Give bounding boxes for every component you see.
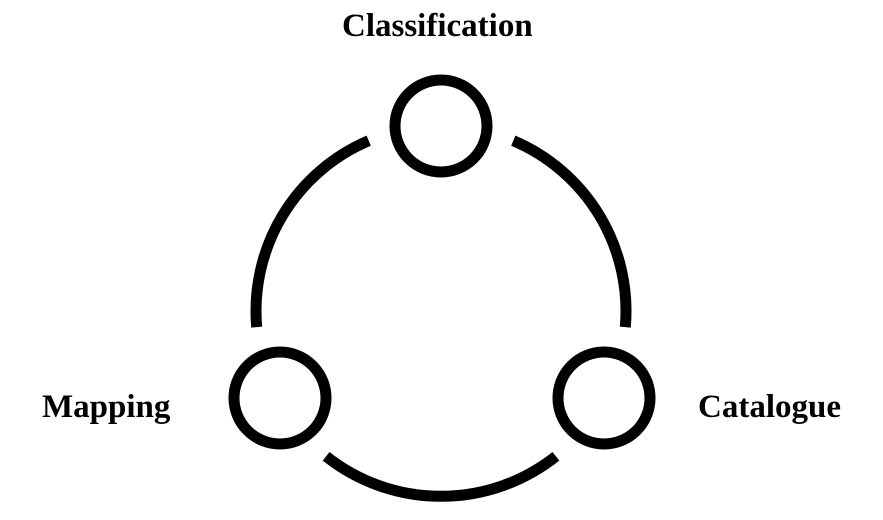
arc-mapping-classification <box>250 135 371 328</box>
arc-catalogue-mapping <box>322 451 560 502</box>
node-classification-label: Classification <box>342 8 533 44</box>
node-catalogue-circle <box>552 346 656 450</box>
arc-classification-catalogue <box>511 135 632 328</box>
node-classification-circle <box>389 74 493 178</box>
node-mapping-circle <box>228 346 332 450</box>
node-mapping-label: Mapping <box>42 389 171 425</box>
node-catalogue-label: Catalogue <box>698 389 841 425</box>
